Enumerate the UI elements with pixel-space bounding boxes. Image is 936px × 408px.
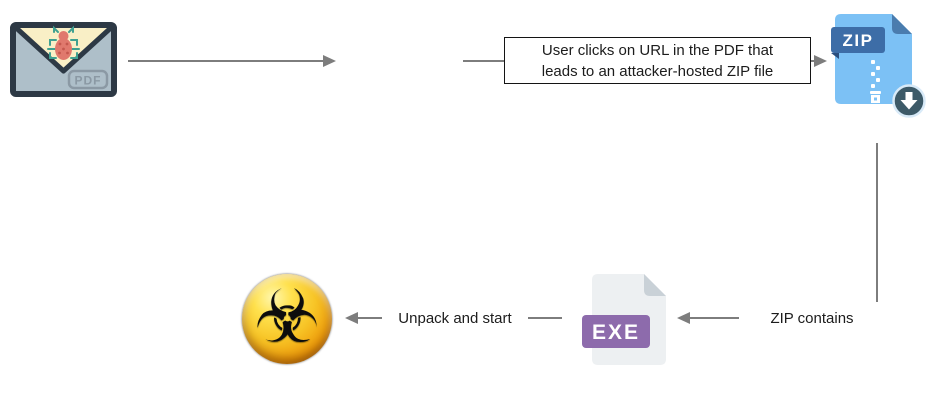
envelope-body [13, 25, 114, 94]
zip-banner-fold [831, 53, 839, 59]
malware-biohazard-icon: ☣ [242, 274, 332, 364]
envelope-border [10, 22, 117, 97]
zipper [870, 60, 881, 103]
zip-contains-label: ZIP contains [739, 302, 885, 334]
unpack-and-start-label: Unpack and start [382, 302, 528, 334]
url-click-label-line2: leads to an attacker-hosted ZIP file [541, 62, 774, 80]
url-click-label: User clicks on URL in the PDF that leads… [504, 37, 811, 84]
unpack-and-start-text: Unpack and start [398, 309, 512, 327]
exe-banner-label: EXE [592, 321, 640, 344]
pdf-badge-label: PDF [75, 74, 102, 88]
zip-file-icon: ZIP [831, 14, 926, 118]
connector-exe-to-unpack [533, 317, 562, 319]
zip-file-fold [892, 14, 912, 34]
arrowhead-zip-to-exe [677, 312, 690, 324]
exe-file-fold [644, 274, 666, 296]
connector-into-url-label [463, 60, 505, 62]
pdf-badge: PDF [67, 69, 109, 90]
bug-icon [47, 25, 80, 60]
exe-banner [582, 315, 650, 348]
zip-contains-text: ZIP contains [770, 309, 854, 327]
malicious-email-icon: PDF [10, 22, 117, 97]
arrowhead-unpack-to-malware [345, 312, 358, 324]
connector-label-to-zip [810, 60, 816, 62]
connector-zip-down [876, 143, 878, 319]
arrowhead-email-to-label [323, 55, 336, 67]
url-click-label-line1: User clicks on URL in the PDF that [541, 41, 774, 59]
biohazard-glyph: ☣ [253, 274, 321, 360]
download-icon [892, 84, 926, 118]
exe-file-icon: EXE [582, 274, 666, 365]
zip-banner-label: ZIP [843, 31, 874, 50]
envelope-v-fold-line [11, 23, 116, 74]
arrowhead-label-to-zip [814, 55, 827, 67]
connector-email-to-label [128, 60, 324, 62]
zip-banner [831, 27, 885, 53]
